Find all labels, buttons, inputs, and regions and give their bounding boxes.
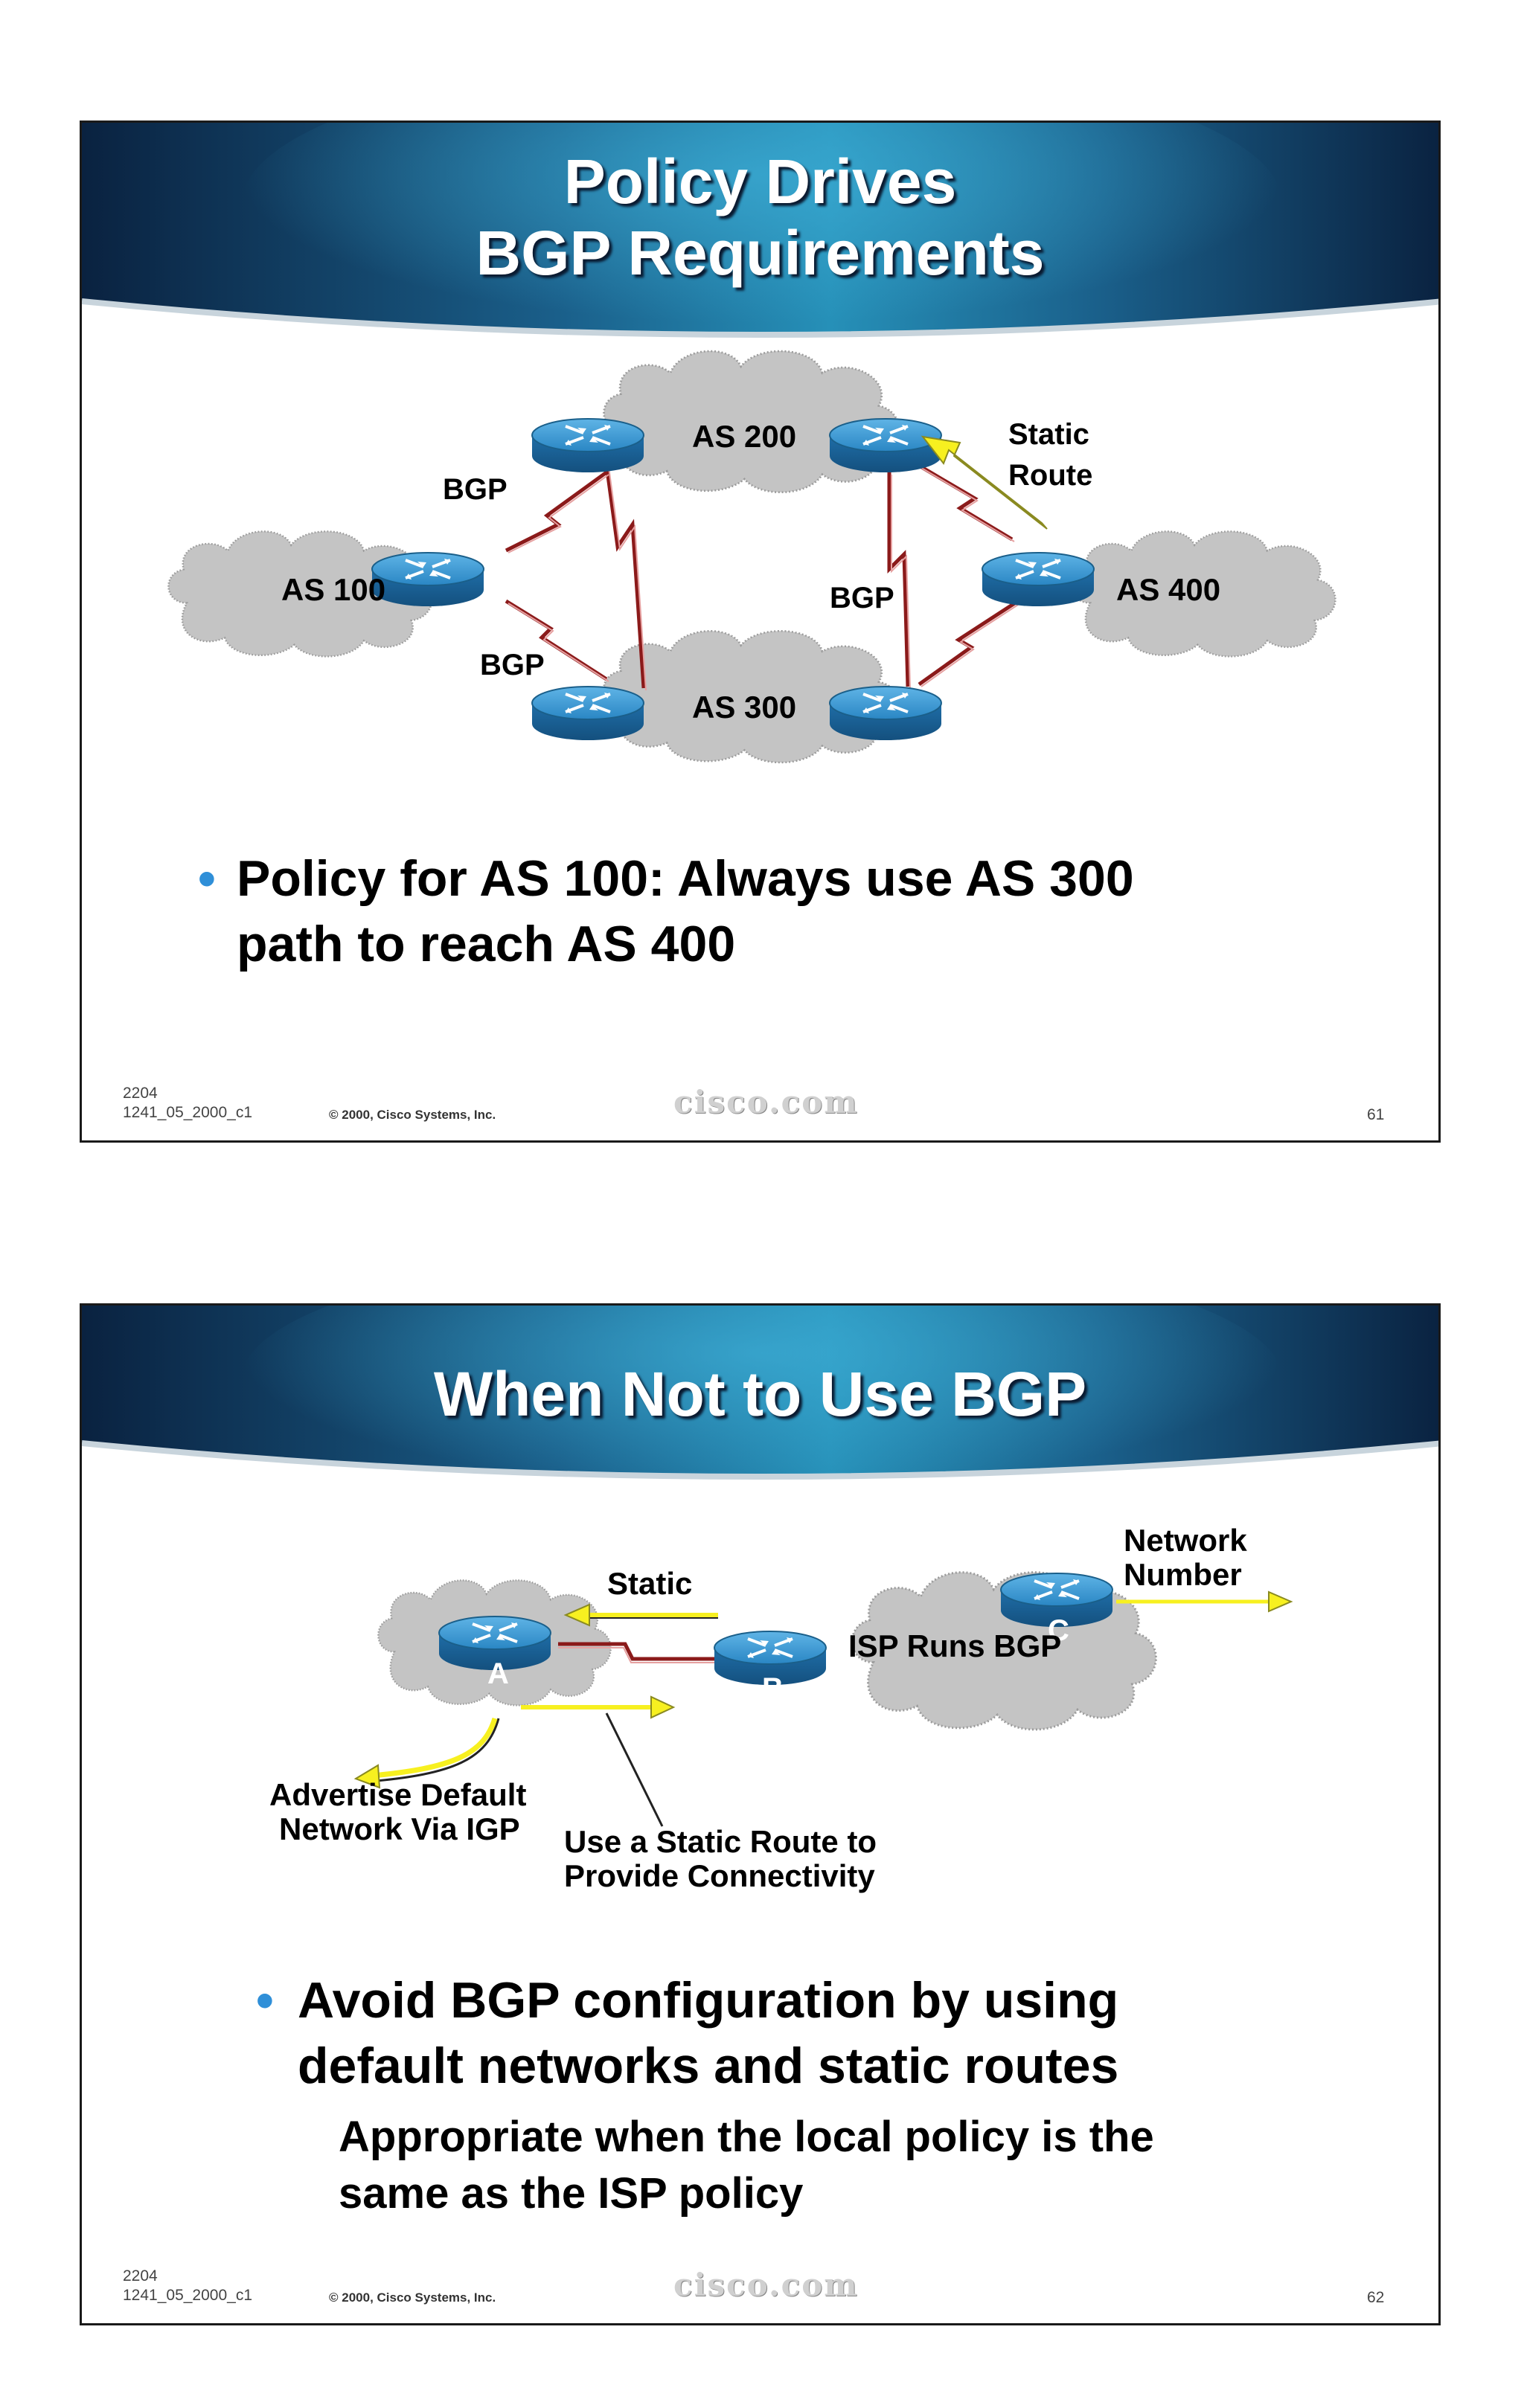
slide-header-background bbox=[82, 123, 1438, 353]
serial-link-a-b bbox=[558, 1642, 714, 1661]
slide-header-background bbox=[82, 1306, 1438, 1514]
label-router-a: A bbox=[487, 1657, 509, 1690]
bullet-line2: path to reach AS 400 bbox=[237, 916, 736, 972]
footer-code: 2204 1241_05_2000_c1 bbox=[123, 2267, 252, 2305]
label-bgp-right: BGP bbox=[830, 582, 894, 614]
label-as400: AS 400 bbox=[1116, 572, 1220, 607]
as-topology-diagram: AS 200 AS 100 AS 300 AS 400 BGP BGP BGP … bbox=[167, 350, 1336, 764]
link-as200-as300 bbox=[604, 464, 646, 689]
label-bgp-top: BGP bbox=[443, 473, 508, 506]
bullet-line1: Avoid BGP configuration by using bbox=[298, 1972, 1119, 2029]
label-router-b: B bbox=[762, 1672, 784, 1705]
footer-code-line2: 1241_05_2000_c1 bbox=[123, 2287, 253, 2304]
router-as100 bbox=[371, 551, 485, 608]
label-static-line2: Route bbox=[1008, 459, 1092, 492]
footer-code-line1: 2204 bbox=[123, 2267, 158, 2285]
router-as200-left bbox=[531, 417, 645, 474]
slide-title-line1: Policy Drives bbox=[563, 147, 957, 216]
slide-title: When Not to Use BGP bbox=[433, 1359, 1087, 1429]
link-as200-as400 bbox=[914, 461, 1014, 542]
static-route-diagram: A B C Static Network Number ISP Runs BGP… bbox=[269, 1523, 1293, 1893]
label-use-static-line1: Use a Static Route to bbox=[564, 1824, 877, 1859]
bullet-point: • Avoid BGP configuration by using defau… bbox=[256, 1968, 1119, 2099]
bullet-line2: default networks and static routes bbox=[298, 2038, 1119, 2094]
footer-copyright: © 2000, Cisco Systems, Inc. bbox=[329, 2290, 496, 2305]
footer-copyright: © 2000, Cisco Systems, Inc. bbox=[329, 1108, 496, 1122]
footer-code-line1: 2204 bbox=[123, 1085, 158, 1102]
label-as100: AS 100 bbox=[281, 572, 385, 607]
page-number: 62 bbox=[1367, 2289, 1385, 2306]
cisco-logo: cisco.com bbox=[673, 1084, 859, 1120]
static-route-arrow bbox=[921, 435, 1048, 530]
static-left-arrow bbox=[563, 1603, 718, 1627]
link-as200-as300-right bbox=[887, 472, 910, 687]
slide-62: When Not to Use BGP A B C bbox=[80, 1303, 1441, 2325]
label-as200: AS 200 bbox=[692, 419, 796, 454]
router-as200-right bbox=[828, 417, 943, 474]
router-as300-right bbox=[828, 685, 943, 742]
link-as300-as400 bbox=[918, 600, 1017, 687]
label-isp-runs-bgp: ISP Runs BGP bbox=[848, 1628, 1061, 1663]
bullet-line1: Policy for AS 100: Always use AS 300 bbox=[237, 850, 1134, 907]
footer-code: 2204 1241_05_2000_c1 bbox=[123, 1084, 252, 1123]
sub-line1: Appropriate when the local policy is the bbox=[339, 2113, 1154, 2161]
label-use-static-line2: Provide Connectivity bbox=[564, 1858, 875, 1893]
label-router-c: C bbox=[1048, 1614, 1069, 1647]
page-number: 61 bbox=[1367, 1106, 1385, 1123]
sub-line2: same as the ISP policy bbox=[339, 2169, 804, 2218]
label-as300: AS 300 bbox=[692, 690, 796, 725]
static-right-arrow bbox=[521, 1695, 676, 1719]
router-as300-left bbox=[531, 685, 645, 742]
slide-61: Policy Drives BGP Requirements bbox=[80, 121, 1441, 1143]
footer-code-line2: 1241_05_2000_c1 bbox=[123, 1104, 253, 1121]
label-bgp-bottom: BGP bbox=[480, 649, 545, 681]
sub-point: Appropriate when the local policy is the… bbox=[339, 2109, 1154, 2222]
bullet-point: • Policy for AS 100: Always use AS 300 p… bbox=[198, 846, 1134, 977]
label-network-line2: Number bbox=[1124, 1557, 1242, 1592]
label-advertise-line2: Network Via IGP bbox=[279, 1811, 520, 1846]
label-static: Static bbox=[607, 1566, 692, 1601]
label-static-line1: Static bbox=[1008, 418, 1089, 451]
link-as100-as200 bbox=[505, 470, 608, 553]
advertise-default-arrow bbox=[353, 1717, 500, 1789]
label-network-line1: Network bbox=[1124, 1523, 1247, 1558]
slide-title-line2: BGP Requirements bbox=[476, 218, 1045, 288]
cisco-logo: cisco.com bbox=[673, 2267, 859, 2303]
router-as400 bbox=[981, 551, 1095, 608]
label-advertise-line1: Advertise Default bbox=[269, 1777, 526, 1812]
network-number-arrow bbox=[1116, 1590, 1293, 1613]
callout-line bbox=[605, 1712, 664, 1827]
